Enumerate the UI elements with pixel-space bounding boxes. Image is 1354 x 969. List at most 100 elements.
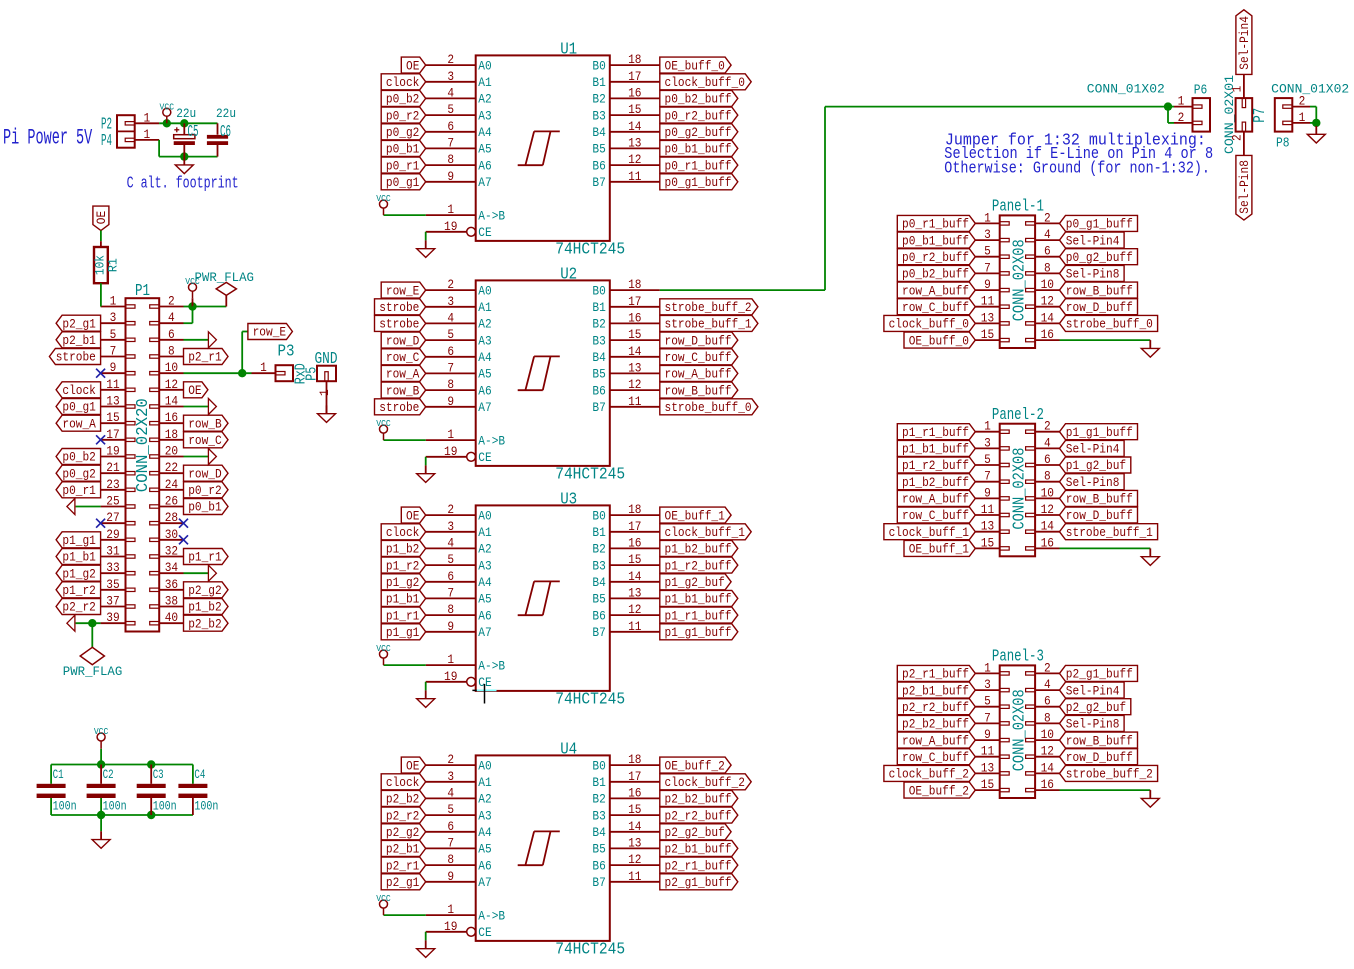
svg-text:p2_r2_buff: p2_r2_buff (902, 701, 969, 715)
svg-text:74HCT245: 74HCT245 (555, 239, 625, 258)
svg-text:p1_g1: p1_g1 (386, 626, 420, 640)
svg-text:9: 9 (447, 170, 454, 184)
svg-text:p1_r1: p1_r1 (386, 609, 420, 623)
svg-text:A4: A4 (478, 826, 491, 840)
svg-text:6: 6 (447, 570, 454, 584)
svg-text:p2_b2_buff: p2_b2_buff (665, 793, 732, 807)
svg-text:strobe: strobe (379, 301, 419, 315)
svg-text:row_B_buff: row_B_buff (1066, 734, 1133, 748)
svg-text:p1_r2_buff: p1_r2_buff (902, 459, 969, 473)
svg-text:p0_g1_buff: p0_g1_buff (1066, 218, 1133, 232)
svg-text:A2: A2 (478, 543, 491, 557)
svg-text:strobe_buff_0: strobe_buff_0 (1066, 318, 1153, 332)
svg-text:7: 7 (447, 136, 454, 150)
svg-text:OE: OE (95, 211, 109, 224)
svg-text:A0: A0 (478, 759, 491, 773)
svg-text:p0_b2_buff: p0_b2_buff (665, 93, 732, 107)
svg-text:4: 4 (447, 311, 454, 325)
svg-text:B3: B3 (592, 559, 605, 573)
svg-text:14: 14 (628, 345, 641, 359)
svg-text:A3: A3 (478, 109, 491, 123)
svg-text:11: 11 (628, 870, 641, 884)
svg-text:A3: A3 (478, 809, 491, 823)
svg-text:p2_r2: p2_r2 (386, 809, 420, 823)
svg-text:74HCT245: 74HCT245 (555, 689, 625, 708)
svg-text:p1_r2_buff: p1_r2_buff (665, 559, 732, 573)
svg-text:row_E: row_E (253, 326, 287, 340)
svg-text:C5: C5 (188, 122, 199, 141)
svg-text:A1: A1 (478, 776, 491, 790)
svg-text:38: 38 (165, 595, 178, 609)
svg-text:3: 3 (110, 311, 117, 325)
svg-text:p0_b1_buff: p0_b1_buff (665, 143, 732, 157)
svg-text:p2_b1_buff: p2_b1_buff (665, 843, 732, 857)
svg-text:p1_b1: p1_b1 (386, 593, 420, 607)
svg-text:clock: clock (386, 76, 420, 90)
svg-text:Jumper for 1:32 multiplexing:: Jumper for 1:32 multiplexing: (945, 131, 1206, 150)
svg-text:GND: GND (315, 349, 338, 368)
svg-text:VCC: VCC (376, 893, 391, 904)
svg-text:p1_g1_buff: p1_g1_buff (1066, 426, 1133, 440)
svg-text:B0: B0 (592, 509, 605, 523)
svg-text:13: 13 (628, 586, 641, 600)
svg-text:7: 7 (447, 361, 454, 375)
svg-text:clock_buff_2: clock_buff_2 (889, 768, 969, 782)
svg-text:p2_g2: p2_g2 (188, 584, 222, 598)
svg-text:p2_b1: p2_b1 (386, 843, 420, 857)
svg-text:A4: A4 (478, 126, 491, 140)
svg-text:2: 2 (447, 503, 454, 517)
svg-text:A->B: A->B (478, 434, 505, 448)
svg-text:p0_b2_buff: p0_b2_buff (902, 268, 969, 282)
svg-text:Sel-Pin4: Sel-Pin4 (1066, 443, 1120, 457)
svg-text:p0_g2: p0_g2 (62, 467, 96, 481)
svg-text:13: 13 (981, 311, 994, 325)
svg-text:p1_g1_buff: p1_g1_buff (665, 626, 732, 640)
svg-text:clock_buff_1: clock_buff_1 (665, 526, 745, 540)
svg-text:5: 5 (110, 328, 117, 342)
svg-text:6: 6 (1044, 245, 1051, 259)
svg-text:p0_g1: p0_g1 (386, 176, 420, 190)
svg-text:p2_r1: p2_r1 (386, 859, 420, 873)
svg-text:p0_b1: p0_b1 (188, 501, 222, 515)
svg-text:p1_r1_buff: p1_r1_buff (902, 426, 969, 440)
svg-text:22: 22 (165, 461, 178, 475)
svg-text:p1_b2_buff: p1_b2_buff (902, 476, 969, 490)
svg-text:p2_g1_buff: p2_g1_buff (665, 876, 732, 890)
svg-text:A->B: A->B (478, 209, 505, 223)
svg-text:B2: B2 (592, 318, 605, 332)
svg-text:19: 19 (444, 220, 457, 234)
svg-text:row_A_buff: row_A_buff (665, 368, 732, 382)
svg-text:B2: B2 (592, 543, 605, 557)
svg-text:11: 11 (628, 170, 641, 184)
svg-text:Sel-Pin4: Sel-Pin4 (1066, 684, 1120, 698)
svg-text:2: 2 (1178, 111, 1185, 125)
svg-text:A6: A6 (478, 384, 491, 398)
svg-text:clock_buff_0: clock_buff_0 (665, 76, 745, 90)
svg-text:100n: 100n (103, 799, 127, 813)
svg-text:15: 15 (106, 411, 119, 425)
svg-text:2: 2 (447, 278, 454, 292)
svg-text:13: 13 (106, 395, 119, 409)
svg-text:B4: B4 (592, 826, 605, 840)
svg-text:1: 1 (984, 661, 991, 675)
svg-text:16: 16 (1041, 778, 1054, 792)
svg-text:p1_r1_buff: p1_r1_buff (665, 609, 732, 623)
svg-text:26: 26 (165, 495, 178, 509)
svg-text:p2_r1: p2_r1 (188, 351, 222, 365)
svg-text:p1_b1_buff: p1_b1_buff (902, 443, 969, 457)
svg-text:14: 14 (628, 570, 641, 584)
svg-text:17: 17 (106, 428, 119, 442)
svg-text:U2: U2 (560, 265, 577, 284)
svg-text:P3: P3 (278, 342, 295, 361)
svg-text:A5: A5 (478, 143, 491, 157)
svg-text:p2_g2_buf: p2_g2_buf (1066, 701, 1126, 715)
svg-text:B2: B2 (592, 793, 605, 807)
svg-text:PWR_FLAG: PWR_FLAG (195, 271, 255, 285)
svg-text:4: 4 (447, 786, 454, 800)
svg-text:B7: B7 (592, 401, 605, 415)
svg-text:row_C_buff: row_C_buff (902, 301, 969, 315)
svg-text:4: 4 (1044, 228, 1051, 242)
svg-text:row_C: row_C (188, 434, 222, 448)
svg-text:B1: B1 (592, 776, 605, 790)
svg-text:p0_b2: p0_b2 (386, 93, 420, 107)
